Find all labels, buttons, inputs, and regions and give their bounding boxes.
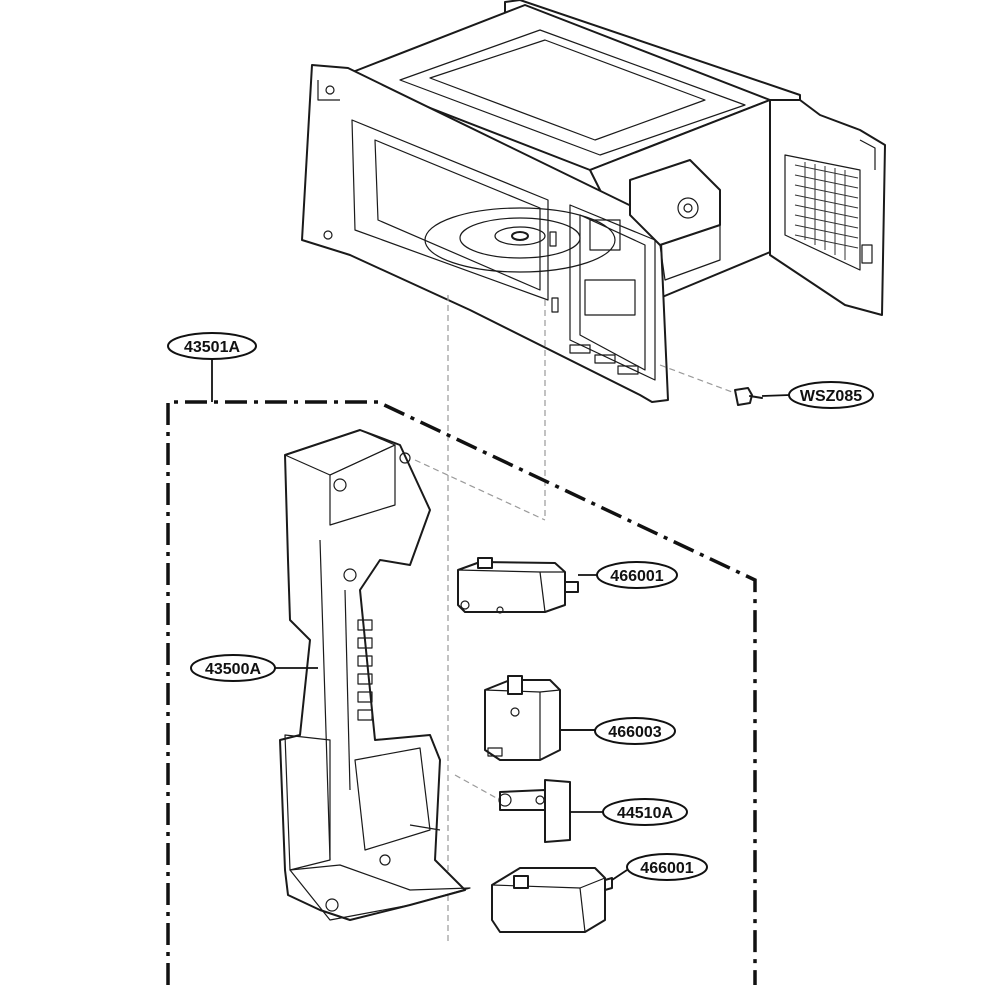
callout-466001-bottom: 466001 — [611, 853, 708, 881]
callout-label-466001-top: 466001 — [610, 568, 663, 585]
callout-label-466001-bottom: 466001 — [640, 860, 693, 877]
callout-label-44510a: 44510A — [617, 805, 673, 822]
callout-44510a: 44510A — [570, 798, 688, 826]
microwave-cavity-assembly — [301, 0, 886, 403]
micro-switch-bottom — [491, 867, 613, 933]
alignment-lines — [414, 295, 741, 945]
screw-wsz085 — [734, 387, 763, 406]
callout-466003: 466003 — [594, 717, 676, 745]
callout-label-wsz085: WSZ085 — [800, 388, 862, 405]
release-lever — [498, 779, 571, 843]
callout-wsz085: WSZ085 — [761, 381, 874, 409]
ventilation-mesh — [794, 162, 859, 260]
callout-466001-top: 466001 — [578, 561, 678, 589]
callout-43501a: 43501A — [167, 332, 257, 402]
callout-label-43500a: 43500A — [205, 661, 261, 678]
micro-switch-middle — [484, 675, 606, 761]
callout-label-466003: 466003 — [608, 724, 661, 741]
callout-43500a: 43500A — [190, 654, 318, 682]
micro-switch-top — [457, 557, 579, 614]
latch-board — [279, 429, 471, 921]
assembly-boundary — [166, 400, 757, 985]
callout-label-43501a: 43501A — [184, 339, 240, 356]
